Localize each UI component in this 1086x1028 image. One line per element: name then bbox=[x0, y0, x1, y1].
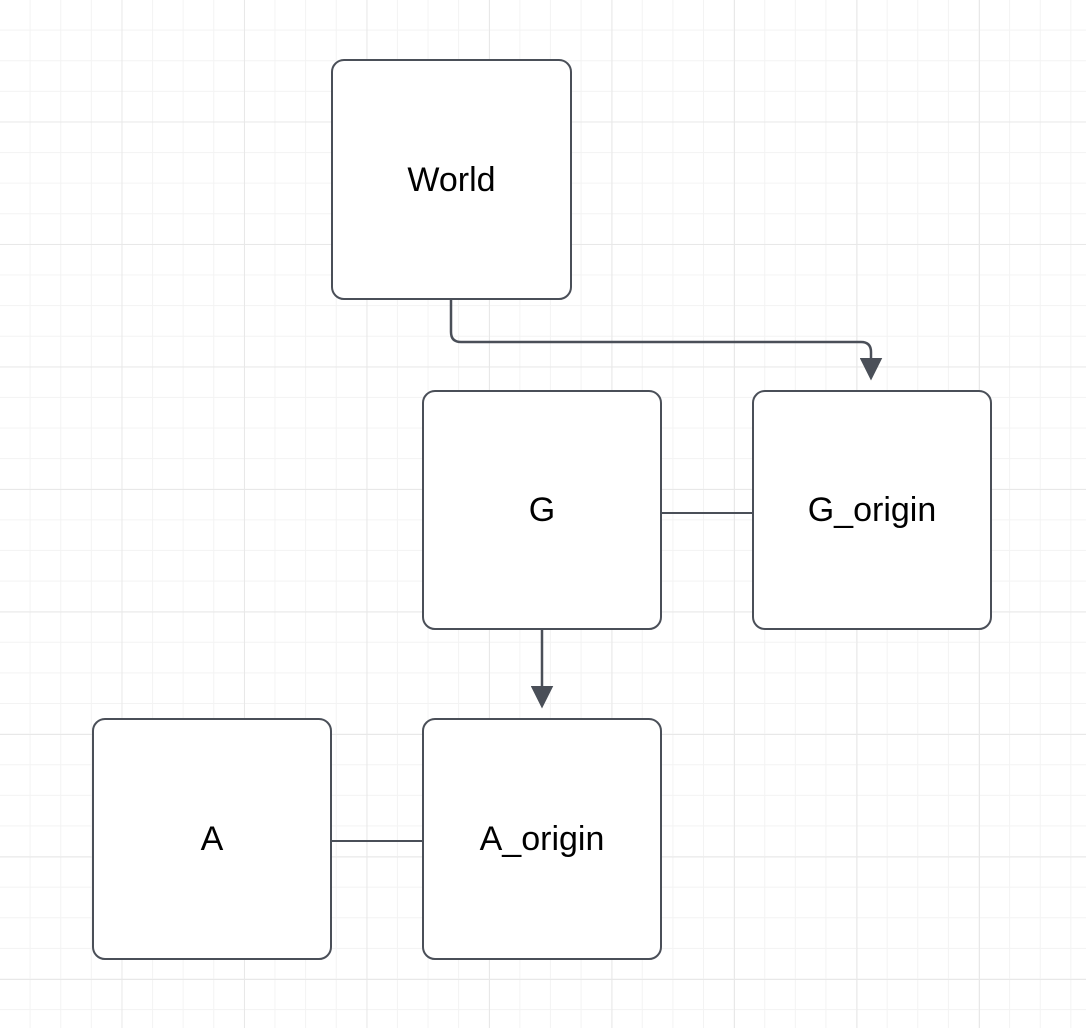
node-a-origin-label: A_origin bbox=[479, 820, 605, 858]
node-a-origin[interactable]: A_origin bbox=[422, 718, 662, 960]
node-world[interactable]: World bbox=[331, 59, 572, 300]
edge-world-to-g-origin bbox=[449, 300, 883, 381]
node-a[interactable]: A bbox=[92, 718, 332, 960]
node-g[interactable]: G bbox=[422, 390, 662, 630]
node-g-origin[interactable]: G_origin bbox=[752, 390, 992, 630]
node-a-label: A bbox=[200, 820, 224, 858]
node-world-label: World bbox=[407, 160, 496, 199]
node-g-origin-label: G_origin bbox=[807, 491, 937, 529]
node-g-label: G bbox=[528, 491, 556, 529]
